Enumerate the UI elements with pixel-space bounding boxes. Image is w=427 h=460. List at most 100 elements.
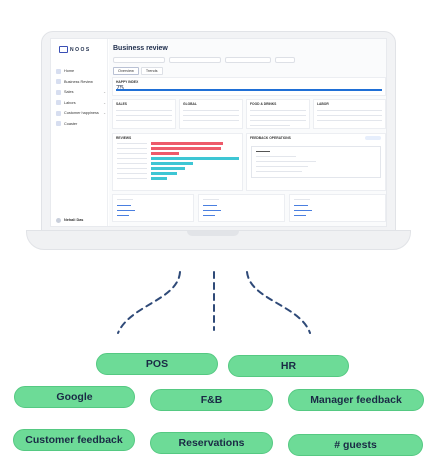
feedback-title: FEEDBACK OPERATIONS [250, 136, 291, 140]
sidebar-item-label: Coaster [64, 121, 78, 126]
sidebar-item-sales[interactable]: Sales ⌄ [56, 87, 106, 97]
review-bar [151, 147, 221, 150]
summary-card-2 [198, 194, 285, 222]
review-bar [151, 157, 239, 160]
data-row [116, 120, 172, 122]
connector-left [117, 271, 181, 334]
source-pill-customer-feedback: Customer feedback [13, 429, 135, 451]
compare-filter[interactable] [169, 57, 221, 63]
summary-link[interactable] [203, 210, 221, 212]
review-label [117, 163, 147, 164]
summary-link[interactable] [294, 205, 308, 207]
summary-link[interactable] [203, 205, 217, 207]
feedback-item[interactable] [251, 146, 381, 178]
section-title: GLOBAL [183, 102, 197, 106]
filter-bar [113, 57, 295, 63]
source-pill-reservations: Reservations [150, 432, 273, 454]
tab-bar: Overview Trends [113, 67, 163, 75]
feedback-heading [256, 151, 270, 153]
summary-link[interactable] [203, 215, 215, 217]
sidebar-item-label: Sales [64, 90, 74, 94]
global-card: GLOBAL [179, 99, 243, 129]
data-row [317, 115, 382, 117]
logo-icon [59, 46, 68, 53]
data-row [250, 115, 306, 117]
happy-index-bar [116, 89, 382, 91]
apply-button[interactable] [275, 57, 295, 63]
summary-card-1 [112, 194, 194, 222]
summary-link[interactable] [294, 215, 306, 217]
card-heading [294, 199, 310, 201]
tab-trends[interactable]: Trends [140, 67, 163, 75]
data-row [183, 120, 239, 122]
source-pill-manager-feedback: Manager feedback [288, 389, 424, 411]
location-filter[interactable] [225, 57, 271, 63]
connector-right [246, 271, 311, 334]
review-label [117, 168, 147, 169]
sidebar-nav: Home Business Review Sales ⌄ Labors⌄ Cust… [56, 66, 106, 129]
feedback-operations-card: FEEDBACK OPERATIONS [246, 133, 386, 191]
sidebar-item-coaster[interactable]: Coaster [56, 119, 106, 129]
data-row [250, 125, 290, 127]
section-title: FOOD & DRINKS [250, 102, 277, 106]
source-pill-google: Google [14, 386, 135, 408]
data-row [317, 120, 382, 122]
source-pill-hr: HR [228, 355, 349, 377]
page-title: Business review [113, 45, 168, 52]
add-feedback-button[interactable] [365, 136, 381, 140]
date-filter[interactable] [113, 57, 165, 63]
sales-card: SALES [112, 99, 176, 129]
chevron-down-icon: ⌄ [103, 111, 106, 115]
section-title: LABOR [317, 102, 329, 106]
review-label [117, 178, 147, 179]
feedback-text [256, 166, 308, 168]
feedback-text [256, 171, 302, 173]
reviews-title: REVIEWS [116, 136, 132, 140]
user-profile[interactable]: Nehali Das [56, 218, 84, 223]
review-label [117, 143, 147, 144]
card-heading [117, 199, 133, 201]
summary-link[interactable] [117, 210, 135, 212]
summary-link[interactable] [117, 205, 131, 207]
sidebar-item-business-review[interactable]: Business Review [56, 77, 106, 87]
chevron-down-icon: ⌄ [103, 100, 106, 105]
review-bar [151, 172, 177, 175]
sidebar-item-label: Home [64, 69, 75, 73]
sidebar-item-home[interactable]: Home [56, 66, 106, 76]
data-row [183, 115, 239, 117]
app-logo: NOOS [59, 46, 91, 53]
dashboard-main: Business review Overview Trends HAPPY IN… [109, 39, 386, 226]
feedback-text [256, 156, 296, 158]
review-bar [151, 177, 167, 180]
sales-icon [56, 89, 61, 95]
card-heading [203, 199, 219, 201]
sidebar-item-customer-happiness[interactable]: Customer happiness⌄ [56, 108, 106, 118]
tab-overview[interactable]: Overview [113, 67, 139, 75]
logo-text: NOOS [70, 46, 91, 53]
labors-icon [56, 100, 61, 105]
home-icon [56, 68, 61, 74]
source-pill-guests: # guests [288, 434, 423, 456]
chevron-down-icon: ⌄ [103, 90, 106, 94]
happiness-icon [56, 110, 61, 116]
reviews-card: REVIEWS [112, 133, 243, 191]
data-row [116, 110, 172, 112]
review-label [117, 153, 147, 154]
sidebar-item-label: Business Review [64, 79, 93, 84]
data-row [250, 120, 306, 122]
section-title: SALES [116, 102, 127, 106]
source-pill-fb: F&B [150, 389, 273, 411]
review-label [117, 173, 147, 174]
sidebar-item-labors[interactable]: Labors⌄ [56, 98, 106, 108]
happy-index-value: 75 [116, 85, 124, 92]
review-bar [151, 162, 193, 165]
user-name: Nehali Das [64, 218, 84, 222]
source-pill-pos: POS [96, 353, 218, 375]
feedback-text [256, 161, 316, 163]
summary-link[interactable] [294, 210, 312, 212]
summary-link[interactable] [117, 215, 129, 217]
review-label [117, 148, 147, 149]
data-row [317, 110, 382, 112]
food-drinks-card: FOOD & DRINKS [246, 99, 310, 129]
